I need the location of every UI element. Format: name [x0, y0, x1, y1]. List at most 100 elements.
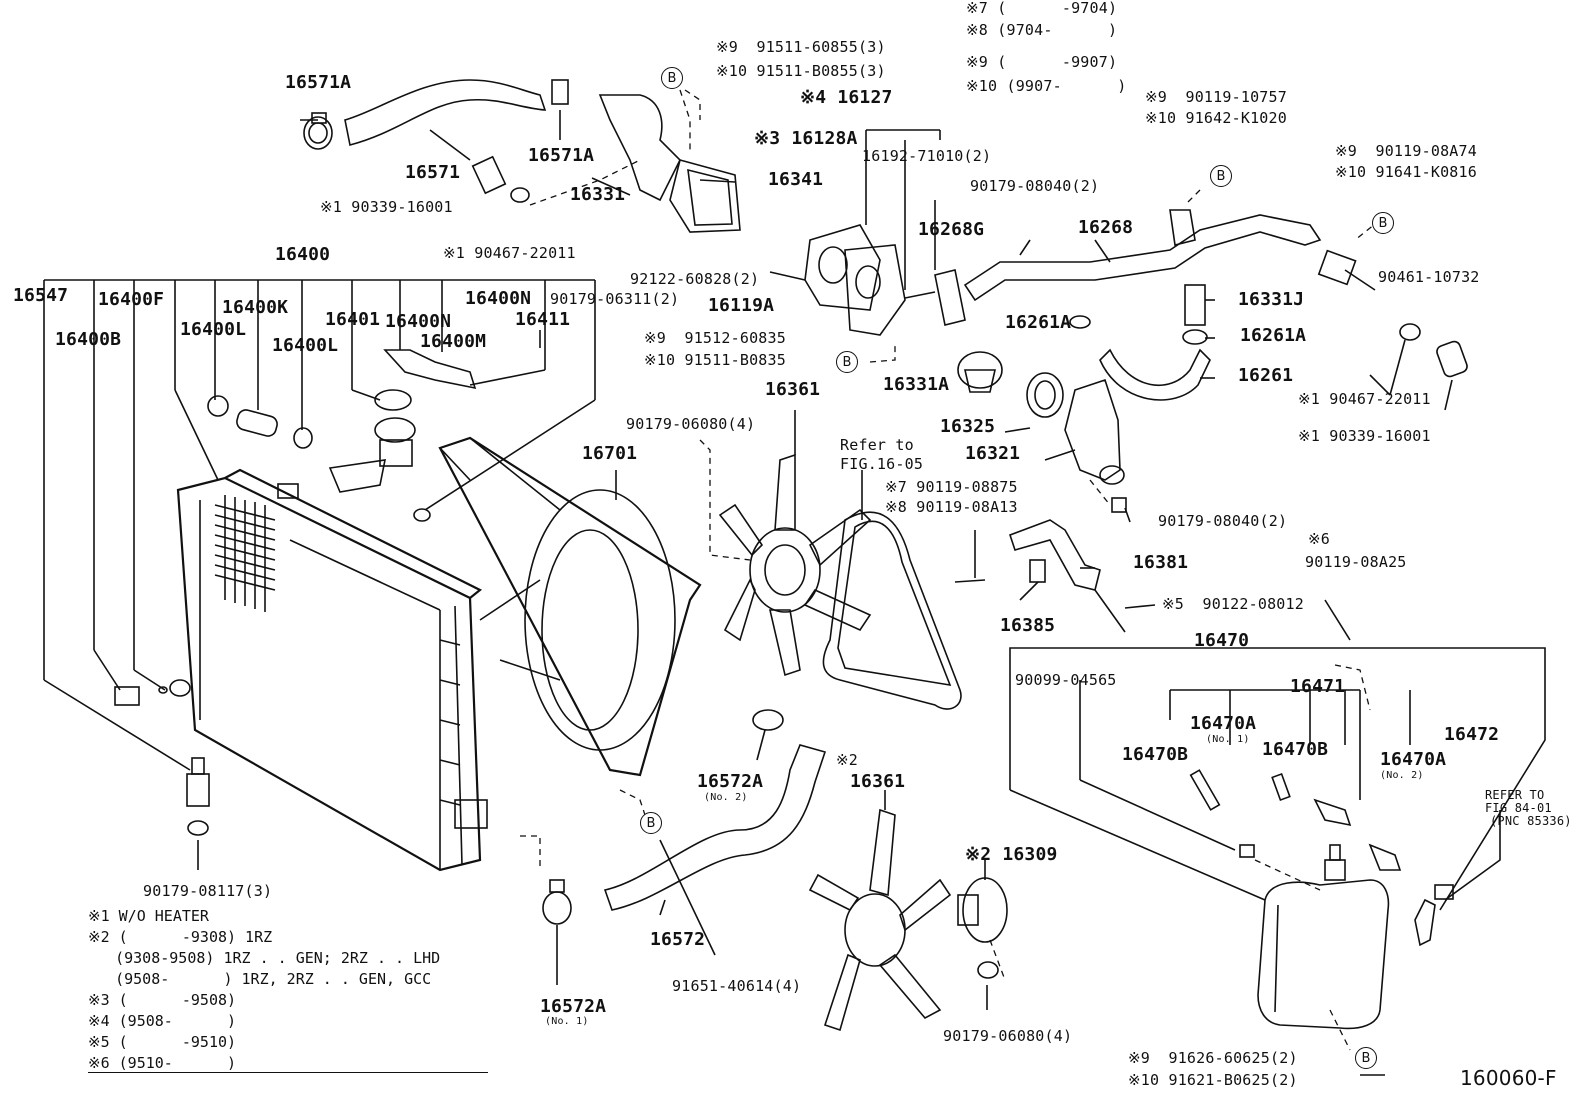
part-label-16400: 16400 — [275, 244, 331, 265]
b-marker: B — [1355, 1047, 1377, 1069]
belt-drawing — [822, 511, 962, 710]
part-label-16361: 16361 — [765, 379, 821, 400]
note-label: ※10 91641-K0816 — [1335, 163, 1477, 181]
refer-label: FIG.16-05 — [840, 455, 924, 473]
note-label: 92122-60828(2) — [630, 270, 760, 288]
part-label-16471: 16471 — [1290, 676, 1346, 697]
note-label: 16192-71010(2) — [862, 147, 992, 165]
legend: ※1 W/O HEATER ※2 ( -9308) 1RZ (9308-9508… — [88, 906, 488, 1074]
part-label-16268: 16268 — [1078, 217, 1134, 238]
water-outlet-drawing — [510, 89, 741, 233]
part-label-16571A: 16571A — [285, 72, 352, 93]
part-label-16261: 16261 — [1238, 365, 1294, 386]
radiator-drawing — [176, 468, 488, 872]
note-label: 90179-06080(4) — [943, 1027, 1073, 1045]
part-label-16572A: 16572A — [697, 771, 764, 792]
note-label: 90099-04565 — [1015, 671, 1117, 689]
part-label-16261A: 16261A — [1240, 325, 1307, 346]
note-label: ※10 91511-B0835 — [644, 351, 786, 369]
refer-label: REFER TO — [1485, 788, 1545, 802]
part-label-16401: 16401 — [325, 309, 381, 330]
part-label-16119A: 16119A — [708, 295, 775, 316]
legend-row: ※2 ( -9308) 1RZ — [88, 928, 273, 946]
thermostat-drawing — [957, 351, 1127, 513]
fan-top-drawing — [718, 453, 872, 677]
part-label-16411: 16411 — [515, 309, 571, 330]
note-label: 91651-40614(4) — [672, 977, 802, 995]
part-label-16331: 16331 — [570, 184, 626, 205]
part-label-16321: 16321 — [965, 443, 1021, 464]
part-label-16470: 16470 — [1194, 630, 1250, 651]
note-small: (No. 1) — [545, 1016, 589, 1027]
note-label: ※1 90339-16001 — [320, 198, 453, 216]
note-label: ※10 91621-B0625(2) — [1128, 1071, 1298, 1089]
note-label: ※7 90119-08875 — [885, 478, 1018, 496]
note-label: 90179-08040(2) — [970, 177, 1100, 195]
part-label-16331J: 16331J — [1238, 289, 1305, 310]
cap-drawing — [207, 349, 477, 522]
note-label: ※10 91642-K1020 — [1145, 109, 1287, 127]
leader-lines — [43, 89, 1453, 1076]
part-label-16381: 16381 — [1133, 552, 1189, 573]
fan-shroud-drawing — [438, 436, 702, 777]
note-small: (No. 1) — [1206, 734, 1250, 745]
part-label-16470A: 16470A — [1190, 713, 1257, 734]
part-label-16547: 16547 — [13, 285, 69, 306]
legend-divider — [88, 1072, 488, 1073]
part-label-16572A: 16572A — [540, 996, 607, 1017]
bypass-hose-drawing — [1099, 284, 1468, 401]
note-label: ※9 91512-60835 — [644, 329, 786, 347]
note-small: (No. 2) — [1380, 770, 1424, 781]
note-label: ※10 91511-B0855(3) — [716, 62, 886, 80]
note-label: 90461-10732 — [1378, 268, 1480, 286]
part-label-16261A: 16261A — [1005, 312, 1072, 333]
legend-row: ※6 (9510- ) — [88, 1054, 237, 1072]
b-marker: B — [1210, 165, 1232, 187]
part-label-16400F: 16400F — [98, 289, 165, 310]
part-label-16470B: 16470B — [1122, 744, 1189, 765]
b-marker: B — [836, 351, 858, 373]
note-label: ※6 — [1308, 530, 1330, 548]
b-marker: B — [1372, 212, 1394, 234]
fan-bottom-drawing — [808, 808, 1008, 1032]
upper-hose-drawing — [303, 79, 569, 195]
note-small: (No. 2) — [704, 792, 748, 803]
lower-hose-drawing — [520, 709, 827, 925]
note-label: ※5 90122-08012 — [1162, 595, 1304, 613]
bracket-drawing — [954, 519, 1351, 641]
bypass-pipe-drawing — [934, 209, 1357, 329]
range-label: ※10 (9907- ) — [966, 77, 1127, 95]
part-label-16128A: ※3 16128A — [754, 128, 858, 149]
note-label: ※9 90119-08A74 — [1335, 142, 1477, 160]
part-label-16331A: 16331A — [883, 374, 950, 395]
part-label-16341: 16341 — [768, 169, 824, 190]
part-label-16325: 16325 — [940, 416, 996, 437]
part-label-16400K: 16400K — [222, 297, 289, 318]
part-label-16400N: 16400N — [465, 288, 532, 309]
legend-row: (9308-9508) 1RZ . . GEN; 2RZ . . LHD — [88, 949, 441, 967]
part-label-16400M: 16400M — [420, 331, 487, 352]
note-label: ※9 91626-60625(2) — [1128, 1049, 1298, 1067]
part-label-16400L: 16400L — [180, 319, 247, 340]
legend-row: ※1 W/O HEATER — [88, 907, 209, 925]
inlet-housing-drawing — [769, 129, 941, 336]
part-label-16701: 16701 — [582, 443, 638, 464]
note-label: 90179-06080(4) — [626, 415, 756, 433]
legend-row: ※3 ( -9508) — [88, 991, 237, 1009]
part-label-16309: ※2 16309 — [965, 844, 1058, 865]
part-label-16572: 16572 — [650, 929, 706, 950]
part-label-16571: 16571 — [405, 162, 461, 183]
part-label-16400N: 16400N — [385, 311, 452, 332]
refer-label: Refer to — [840, 436, 914, 454]
note-label: ※1 90339-16001 — [1298, 427, 1431, 445]
range-label: ※9 ( -9907) — [966, 53, 1118, 71]
note-label: ※8 90119-08A13 — [885, 498, 1018, 516]
note-label: 90179-08117(3) — [143, 882, 273, 900]
part-label-16268G: 16268G — [918, 219, 985, 240]
note-label: 90179-06311(2) — [550, 290, 680, 308]
part-label-16472: 16472 — [1444, 724, 1500, 745]
legend-row: (9508- ) 1RZ, 2RZ . . GEN, GCC — [88, 970, 432, 988]
legend-row: ※5 ( -9510) — [88, 1033, 237, 1051]
